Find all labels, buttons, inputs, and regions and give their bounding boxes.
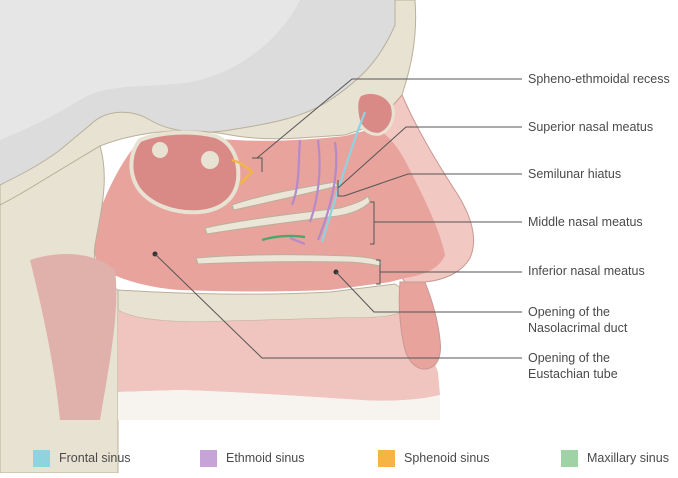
legend-label: Sphenoid sinus <box>404 451 489 465</box>
frontal-sinus <box>357 92 394 134</box>
legend-swatch <box>561 450 578 467</box>
label-middle-nasal-meatus: Middle nasal meatus <box>528 214 643 230</box>
label-nasolacrimal-line2: Nasolacrimal duct <box>528 320 627 336</box>
legend-item-sphenoid-sinus: Sphenoid sinus <box>378 448 489 468</box>
legend-label: Maxillary sinus <box>587 451 669 465</box>
legend-swatch <box>33 450 50 467</box>
label-inferior-nasal-meatus: Inferior nasal meatus <box>528 263 645 279</box>
legend-swatch <box>200 450 217 467</box>
label-semilunar-hiatus: Semilunar hiatus <box>528 166 621 182</box>
legend-item-ethmoid-sinus: Ethmoid sinus <box>200 448 305 468</box>
label-superior-nasal-meatus: Superior nasal meatus <box>528 119 653 135</box>
oral-region <box>118 310 440 401</box>
label-eustachian-line2: Eustachian tube <box>528 366 618 382</box>
legend-label: Frontal sinus <box>59 451 131 465</box>
legend-item-frontal-sinus: Frontal sinus <box>33 448 131 468</box>
label-spheno-ethmoidal-recess: Spheno-ethmoidal recess <box>528 71 670 87</box>
legend-item-maxillary-sinus: Maxillary sinus <box>561 448 669 468</box>
legend-label: Ethmoid sinus <box>226 451 305 465</box>
label-eustachian-line1: Opening of the <box>528 350 610 366</box>
sphenoid-sinus <box>131 133 238 213</box>
legend-swatch <box>378 450 395 467</box>
label-nasolacrimal-line1: Opening of the <box>528 304 610 320</box>
